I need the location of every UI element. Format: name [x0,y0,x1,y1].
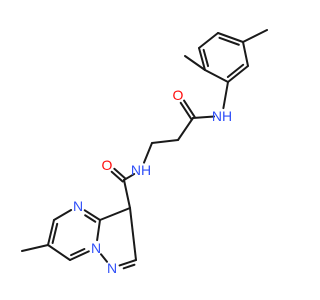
single-bond [129,207,137,261]
double-bond-line [217,32,244,43]
single-bond [151,139,179,144]
single-bond [99,207,131,221]
single-bond [96,219,101,242]
single-bond [21,244,49,252]
single-bond [143,142,153,164]
single-bond [198,32,219,49]
double-bond-line [183,99,196,118]
single-bond [47,244,71,261]
double-bond-inner-line [70,247,86,257]
double-bond-inner-line [218,36,240,46]
bond-layer [21,29,268,270]
oxygen-atom-label: O [102,157,113,173]
double-bond-line [227,65,249,83]
single-bond [123,179,131,209]
double-bond-inner-line [122,263,136,270]
single-bond [177,117,194,141]
single-bond [242,41,249,67]
double-bond-line [47,219,55,246]
nitrogen-atom-label: NH [212,108,232,124]
single-bond [222,81,229,110]
nitrogen-atom-label: NH [131,162,151,178]
double-bond-line [113,167,127,180]
double-bond-line [198,47,206,71]
double-bond-inner-line [51,222,59,245]
single-bond [192,115,216,119]
single-bond [99,253,109,263]
single-bond [242,29,268,43]
single-bond [204,69,229,83]
double-bond-line [69,250,90,261]
nitrogen-atom-label: N [91,240,101,256]
double-bond-inner-line [226,63,245,79]
double-bond-line [83,209,101,221]
nitrogen-atom-label: N [107,260,117,276]
single-bond [184,55,206,71]
single-bond [53,209,73,221]
nitrogen-atom-label: N [73,198,83,214]
double-bond-line [179,101,193,121]
double-bond-line [110,170,124,183]
double-bond-line [118,259,137,267]
oxygen-atom-label: O [173,87,184,103]
double-bond-inner-line [84,214,97,223]
double-bond-inner-line [202,48,210,68]
